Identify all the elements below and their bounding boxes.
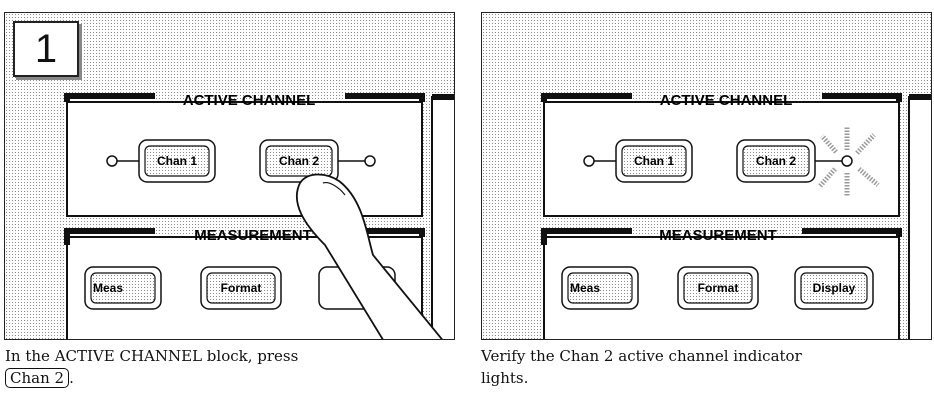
caption-right: Verify the Chan 2 active channel indicat… [481,345,802,389]
panel-edge [908,94,931,339]
meas-button[interactable]: Meas [84,266,162,310]
measurement-label: MEASUREMENT [194,227,312,244]
caption-left-line2: Chan 2. [5,367,298,389]
chan2-label: Chan 2 [279,154,319,168]
active-channel-label: ACTIVE CHANNEL [660,92,793,109]
chan2-led-lit [815,155,853,167]
led-light-rays-icon [818,127,880,197]
panel-edge [431,94,454,339]
fingernail-icon [322,182,346,196]
caption-right-line2: lights. [481,369,529,387]
chan2-button[interactable]: Chan 2 [259,139,339,183]
chan2-label: Chan 2 [756,154,796,168]
chan1-label: Chan 1 [157,154,197,168]
meas-button[interactable]: Meas [561,266,639,310]
step-number: 1 [13,21,79,77]
caption-right-line1: Verify the Chan 2 active channel indicat… [481,347,802,365]
meas-label: Meas [570,281,600,295]
display-button[interactable]: Display [794,266,874,310]
chan2-button[interactable]: Chan 2 [736,139,816,183]
format-button[interactable]: Format [677,266,759,310]
active-channel-block: ACTIVE CHANNEL [541,92,902,217]
measurement-label: MEASUREMENT [659,227,777,244]
active-channel-label: ACTIVE CHANNEL [183,92,316,109]
chan1-label: Chan 1 [634,154,674,168]
step-illustration-left: ACTIVE CHANNEL Chan 1 Chan 2 [4,12,455,340]
active-channel-block: ACTIVE CHANNEL [64,92,425,217]
chan2-key-reference: Chan 2 [5,368,70,388]
step-illustration-right: ACTIVE CHANNEL Chan 1 Chan 2 [481,12,932,340]
caption-left-suffix: . [69,369,74,387]
chan1-led [583,155,616,167]
chan1-button[interactable]: Chan 1 [615,139,693,183]
format-label: Format [221,281,262,295]
finger-icon [295,173,443,339]
format-button[interactable]: Format [200,266,282,310]
caption-left-line1: In the ACTIVE CHANNEL block, press [5,347,299,365]
chan2-led [338,155,376,167]
format-label: Format [698,281,739,295]
caption-left: In the ACTIVE CHANNEL block, press Chan … [5,345,298,389]
display-label: Display [813,281,856,295]
chan1-led [106,155,139,167]
chan1-button[interactable]: Chan 1 [138,139,216,183]
meas-label: Meas [93,281,123,295]
